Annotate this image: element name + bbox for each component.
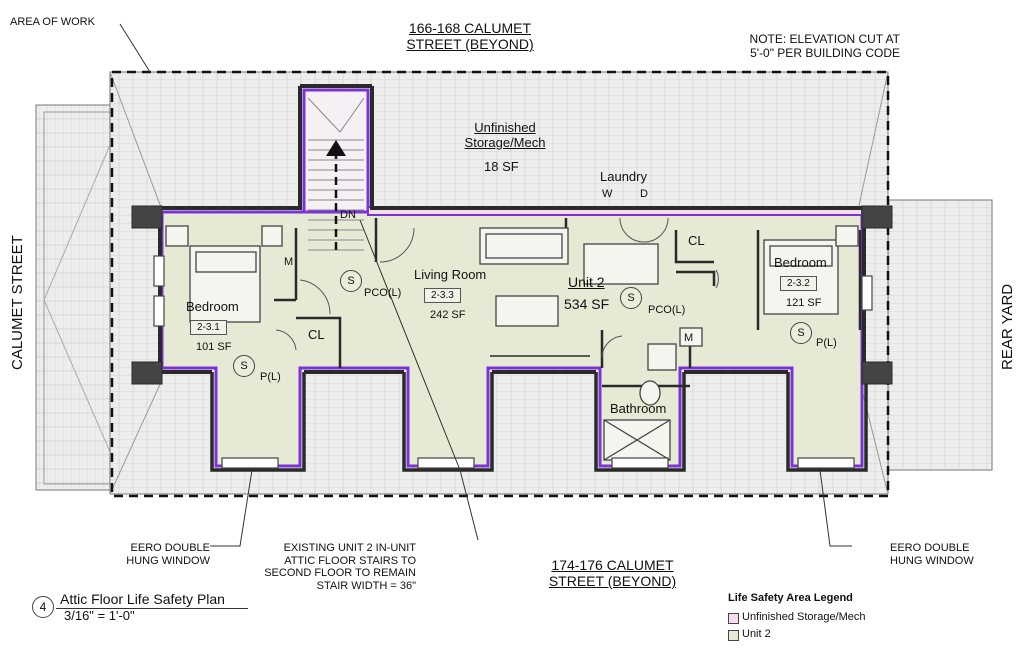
legend-swatch-storage	[728, 613, 739, 624]
drawing-number: 4	[32, 596, 54, 618]
meter-left: M	[284, 256, 294, 268]
bedroom-right-area: 121 SF	[786, 297, 822, 309]
stair-callout-line4: STAIR WIDTH = 36"	[316, 579, 416, 592]
living-room-tag: 2-3.3	[424, 288, 461, 303]
bedroom-right-label: Bedroom	[774, 255, 827, 270]
closet-left-label: CL	[308, 327, 325, 342]
living-room-area: 242 SF	[430, 309, 466, 321]
dryer-label: D	[640, 188, 648, 200]
title-underline	[56, 608, 248, 609]
stair-callout-line1: EXISTING UNIT 2 IN-UNIT	[283, 542, 416, 554]
street-right: REAR YARD	[999, 283, 1016, 370]
living-room-label: Living Room	[414, 267, 487, 282]
elevation-note-line1: NOTE: ELEVATION CUT AT	[749, 32, 900, 46]
bedroom-left-label: Bedroom	[186, 299, 239, 314]
storage-label-line2: Storage/Mech	[464, 134, 546, 150]
furniture	[165, 225, 859, 461]
stair-callout: EXISTING UNIT 2 IN-UNIT ATTIC FLOOR STAI…	[250, 542, 416, 593]
street-top-line2: STREET (BEYOND)	[406, 36, 534, 53]
smoke-detector-bedroom-left: S	[233, 355, 255, 377]
storage-label-line1: Unfinished	[474, 120, 536, 135]
laundry-label: Laundry	[600, 169, 647, 184]
storage-label: Unfinished Storage/Mech	[450, 120, 560, 151]
bedroom-left-tag: 2-3.1	[190, 320, 227, 335]
stair-dn-label: DN	[340, 209, 356, 221]
bedroom-right-tag: 2-3.2	[780, 276, 817, 291]
street-left: CALUMET STREET	[9, 235, 26, 370]
washer-label: W	[602, 188, 613, 200]
smoke-detector-unit: S	[620, 287, 642, 309]
window-callout-right-line2: HUNG WINDOW	[890, 554, 974, 567]
window-callout-right-line1: EERO DOUBLE	[890, 542, 970, 554]
pco-living: PCO(L)	[364, 287, 402, 299]
vanity	[647, 343, 677, 371]
closet-right-label: CL	[688, 233, 705, 248]
rear-deck	[877, 199, 993, 471]
legend-item-storage: Unfinished Storage/Mech	[742, 611, 866, 623]
unit-label: Unit 2	[568, 274, 605, 290]
meter-right: M	[684, 332, 694, 344]
smoke-detector-living: S	[340, 270, 362, 292]
bathroom-label: Bathroom	[610, 401, 667, 416]
p-bedroom-left: P(L)	[260, 371, 281, 383]
bedroom-left-area: 101 SF	[196, 341, 232, 353]
legend-swatch-unit	[728, 630, 739, 641]
street-bottom-line1: 174-176 CALUMET	[551, 557, 674, 573]
area-of-work-label: AREA OF WORK	[10, 16, 95, 28]
window-callout-left: EERO DOUBLE HUNG WINDOW	[80, 542, 210, 567]
stair-callout-line3: SECOND FLOOR TO REMAIN	[264, 567, 416, 580]
window-callout-right: EERO DOUBLE HUNG WINDOW	[890, 542, 974, 567]
street-top: 166-168 CALUMET STREET (BEYOND)	[380, 20, 560, 52]
smoke-detector-bedroom-right: S	[790, 322, 812, 344]
drawing-scale: 3/16" = 1'-0"	[64, 608, 135, 623]
drawing-title: Attic Floor Life Safety Plan	[60, 591, 225, 607]
window-callout-left-line1: EERO DOUBLE	[130, 542, 210, 554]
leader-lines	[119, 23, 852, 547]
elevation-note-line2: 5'-0" PER BUILDING CODE	[750, 45, 900, 60]
storage-area: 18 SF	[484, 159, 519, 174]
legend-item-unit: Unit 2	[742, 628, 771, 640]
unit-area: 534 SF	[564, 296, 610, 312]
toilet	[639, 380, 661, 406]
window-callout-left-line2: HUNG WINDOW	[126, 554, 210, 567]
sofa-right	[583, 243, 659, 285]
street-top-line1: 166-168 CALUMET	[408, 20, 532, 36]
street-bottom: 174-176 CALUMET STREET (BEYOND)	[520, 557, 705, 589]
elevation-note: NOTE: ELEVATION CUT AT 5'-0" PER BUILDIN…	[740, 32, 900, 61]
pco-unit: PCO(L)	[648, 304, 686, 316]
stair-arrow	[326, 140, 346, 250]
p-bedroom-right: P(L)	[816, 337, 837, 349]
windows	[153, 255, 873, 469]
stair-callout-line2: ATTIC FLOOR STAIRS TO	[284, 554, 416, 567]
coffee-table	[495, 295, 559, 327]
legend-title: Life Safety Area Legend	[728, 592, 853, 604]
door-swings	[275, 217, 719, 359]
exterior-walls	[131, 84, 893, 472]
street-bottom-line2: STREET (BEYOND)	[548, 573, 677, 590]
